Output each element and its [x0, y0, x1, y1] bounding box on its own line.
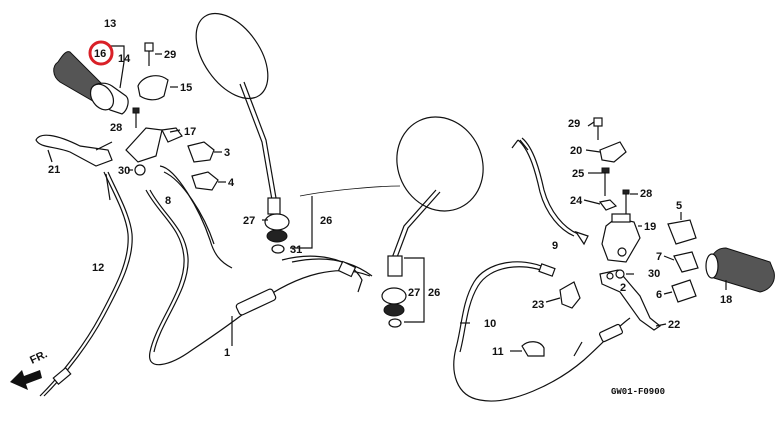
callout-24: 24 — [570, 195, 583, 207]
wiring-8 — [159, 165, 233, 269]
direction-arrow: FR. — [10, 348, 49, 390]
cable-1 — [145, 189, 371, 366]
callout-13: 13 — [104, 18, 116, 30]
lever-21 — [35, 134, 113, 167]
callout-31-left: 31 — [290, 244, 302, 256]
switch-7 — [673, 251, 699, 273]
callout-12: 12 — [92, 262, 104, 274]
switch-20 — [599, 141, 627, 163]
callout-22: 22 — [668, 319, 680, 331]
callout-labels: 13 16 14 29 15 28 17 3 4 21 30 8 12 27 2… — [48, 18, 732, 359]
callout-11: 11 — [492, 346, 504, 358]
bracket-26-left — [290, 196, 313, 249]
wiring-9 — [517, 139, 575, 237]
callout-26-right: 26 — [428, 287, 440, 299]
bolt-28-left — [132, 107, 140, 128]
bolt-25 — [601, 167, 610, 196]
callout-20: 20 — [570, 145, 582, 157]
callout-30-left: 30 — [118, 165, 130, 177]
callout-19: 19 — [644, 221, 656, 233]
mirror-right — [381, 116, 484, 328]
housing-15 — [137, 75, 169, 101]
callout-18: 18 — [720, 294, 732, 306]
callout-8: 8 — [165, 195, 171, 207]
callout-28-right: 28 — [640, 188, 652, 200]
callout-23: 23 — [532, 299, 544, 311]
callout-29-left: 29 — [164, 49, 176, 61]
callout-30-right: 30 — [648, 268, 660, 280]
bolt-28-right — [622, 189, 630, 214]
bracket-26-right — [404, 257, 425, 323]
callout-5: 5 — [676, 200, 682, 212]
clamp-11 — [521, 341, 545, 357]
callout-28-left: 28 — [110, 122, 122, 134]
switch-4 — [191, 171, 219, 191]
holder-17 — [125, 127, 163, 163]
callout-2: 2 — [620, 282, 626, 294]
callout-9: 9 — [552, 240, 558, 252]
callout-4: 4 — [228, 177, 235, 189]
callout-15: 15 — [180, 82, 192, 94]
cable-10 — [453, 261, 631, 402]
callout-7: 7 — [656, 251, 662, 263]
brake-lever-22 — [599, 269, 662, 331]
callout-1: 1 — [224, 347, 230, 359]
bracket-23 — [559, 281, 581, 309]
bracket-13 — [110, 45, 125, 62]
callout-29-right: 29 — [568, 118, 580, 130]
callout-16: 16 — [94, 48, 106, 60]
mirror-left — [195, 12, 290, 254]
callout-27-left: 27 — [243, 215, 255, 227]
cable-12 — [39, 171, 129, 397]
callout-10: 10 — [484, 318, 496, 330]
callout-6: 6 — [656, 289, 662, 301]
diagram-code: GW01-F0900 — [611, 387, 665, 397]
leader-14 — [119, 61, 125, 89]
nut-30-left — [134, 164, 146, 176]
bolt-29-right — [593, 117, 603, 140]
callout-26-left: 26 — [320, 215, 332, 227]
direction-label: FR. — [28, 348, 49, 366]
callout-21: 21 — [48, 164, 60, 176]
throttle-grip — [53, 51, 129, 115]
callout-14: 14 — [118, 53, 131, 65]
clip-24 — [598, 199, 618, 211]
switch-3 — [187, 141, 215, 163]
highlight-ring — [88, 40, 114, 66]
bolt-29-left — [144, 42, 162, 66]
nut-30-right — [615, 269, 625, 279]
callout-3: 3 — [224, 147, 230, 159]
switch-5 — [667, 219, 697, 245]
switch-6 — [671, 279, 697, 303]
callout-17: 17 — [184, 126, 196, 138]
grip-18 — [705, 247, 775, 293]
callout-25: 25 — [572, 168, 584, 180]
callout-27-right: 27 — [408, 287, 420, 299]
